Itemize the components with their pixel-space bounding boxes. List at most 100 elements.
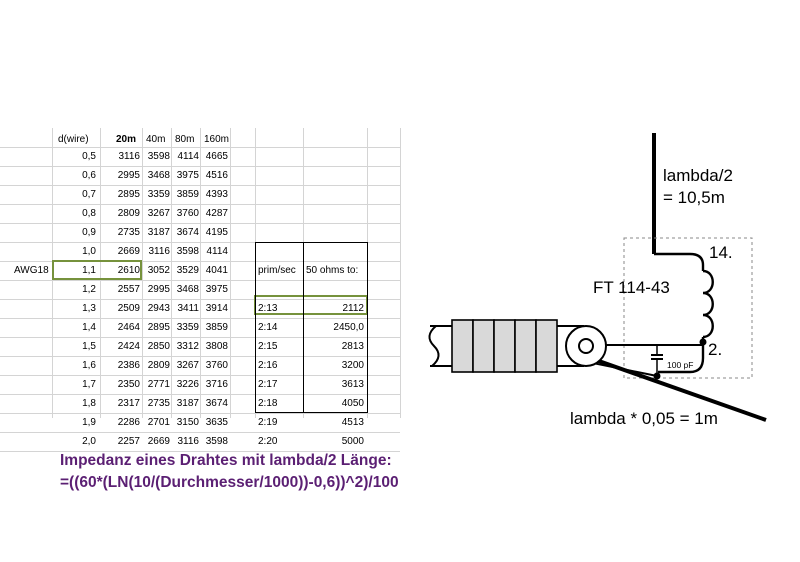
- cell-80m: 3859: [176, 189, 199, 200]
- impedance-spreadsheet: d(wire) 20m 40m 80m 160m AWG18 0,5 3116 35…: [0, 0, 420, 452]
- cell-ratio: 2:18: [258, 398, 278, 409]
- cell-ohms: 2813: [341, 341, 364, 352]
- cell-wire-diameter: 0,6: [82, 170, 96, 181]
- label-14-turns: 14.: [709, 243, 733, 262]
- cell-20m: 2610: [117, 265, 140, 276]
- cell-wire-diameter: 1,2: [82, 284, 96, 295]
- cell-160m: 4287: [205, 208, 228, 219]
- cell-80m: 3598: [176, 246, 199, 257]
- cell-160m: 4041: [205, 265, 228, 276]
- cell-ratio: 2:13: [258, 303, 278, 314]
- header-wire-diameter: d(wire): [58, 134, 89, 145]
- impedance-formula: Impedanz eines Drahtes mit lambda/2 Läng…: [60, 450, 399, 494]
- cell-160m: 4665: [205, 151, 228, 162]
- cell-160m: 3716: [205, 379, 228, 390]
- label-counterpoise-length: lambda * 0,05 = 1m: [570, 409, 718, 428]
- cell-40m: 2735: [147, 398, 170, 409]
- cell-wire-diameter: 2,0: [82, 436, 96, 447]
- header-40m: 40m: [146, 134, 166, 145]
- coax-cable-end-curve: [428, 325, 440, 367]
- cell-wire-diameter: 0,5: [82, 151, 96, 162]
- cell-80m: 4114: [177, 151, 199, 162]
- ferrite-bead: [535, 319, 558, 373]
- winding-top-lead: [654, 252, 705, 271]
- cell-80m: 3267: [176, 360, 199, 371]
- cell-20m: 2509: [117, 303, 140, 314]
- cell-40m: 3052: [147, 265, 170, 276]
- cell-40m: 2850: [147, 341, 170, 352]
- cell-wire-diameter: 0,9: [82, 227, 96, 238]
- cell-160m: 3598: [205, 436, 228, 447]
- counterpoise-wire: [595, 358, 767, 422]
- cell-20m: 3116: [118, 151, 140, 162]
- cell-80m: 3150: [176, 417, 199, 428]
- cell-20m: 2809: [117, 208, 140, 219]
- ratio-box-divider: [303, 242, 304, 413]
- cell-ohms: 2450,0: [333, 322, 364, 333]
- ratio-box-left: [255, 242, 256, 413]
- cell-wire-diameter: 1,1: [82, 265, 96, 276]
- cell-ohms: 4050: [341, 398, 364, 409]
- cell-80m: 3226: [176, 379, 199, 390]
- cell-40m: 3267: [147, 208, 170, 219]
- cell-wire-diameter: 1,6: [82, 360, 96, 371]
- header-80m: 80m: [175, 134, 195, 145]
- cell-ratio: prim/sec: [258, 265, 296, 276]
- ferrite-choke-beads: [451, 319, 558, 373]
- cell-80m: 3529: [176, 265, 199, 276]
- cell-40m: 2895: [147, 322, 170, 333]
- formula-expression: =((60*(LN(10/(Durchmesser/1000))-0,6))^2…: [60, 474, 399, 491]
- cell-ratio: 2:14: [258, 322, 278, 333]
- cell-80m: 3359: [176, 322, 199, 333]
- cell-80m: 3116: [177, 436, 199, 447]
- ratio-box-right: [367, 242, 368, 413]
- cell-40m: 2943: [147, 303, 170, 314]
- cell-wire-diameter: 1,9: [82, 417, 96, 428]
- label-ferrite-core: FT 114-43: [593, 278, 670, 297]
- cell-ohms: 2112: [342, 303, 364, 314]
- label-capacitor-100pf: 100 pF: [667, 360, 693, 370]
- tap-node: [699, 338, 707, 346]
- cell-ratio: 2:20: [258, 436, 278, 447]
- cell-40m: 3116: [148, 246, 170, 257]
- ferrite-bead: [472, 319, 495, 373]
- ratio-box-top: [255, 242, 367, 243]
- coax-center-conductor: [578, 338, 594, 354]
- header-160m: 160m: [204, 134, 230, 145]
- cell-ohms: 3613: [341, 379, 364, 390]
- cell-20m: 2424: [117, 341, 140, 352]
- cell-40m: 3598: [147, 151, 170, 162]
- cell-wire-diameter: 0,7: [82, 189, 96, 200]
- cell-80m: 3411: [177, 303, 199, 314]
- cell-ohms: 5000: [341, 436, 364, 447]
- ferrite-bead: [514, 319, 537, 373]
- cell-160m: 3914: [205, 303, 228, 314]
- cell-20m: 2286: [117, 417, 140, 428]
- cell-wire-diameter: 1,0: [82, 246, 96, 257]
- label-length-10-5m: = 10,5m: [663, 188, 725, 207]
- cell-80m: 3187: [176, 398, 199, 409]
- gridline: [400, 128, 401, 418]
- cell-80m: 3975: [176, 170, 199, 181]
- cell-20m: 2995: [117, 170, 140, 181]
- cell-wire-diameter: 1,3: [82, 303, 96, 314]
- gridline: [100, 128, 101, 418]
- cell-80m: 3468: [176, 284, 199, 295]
- cell-20m: 2350: [117, 379, 140, 390]
- cell-160m: 4195: [205, 227, 228, 238]
- cell-80m: 3674: [176, 227, 199, 238]
- cell-20m: 2735: [117, 227, 140, 238]
- cell-40m: 2809: [147, 360, 170, 371]
- ratio-box-bottom: [255, 412, 367, 413]
- header-20m: 20m: [116, 134, 137, 145]
- cell-160m: 3674: [205, 398, 228, 409]
- cell-160m: 4114: [206, 246, 228, 257]
- awg18-label: AWG18: [14, 265, 49, 276]
- cell-160m: 3635: [205, 417, 228, 428]
- cell-wire-diameter: 1,7: [82, 379, 96, 390]
- cell-160m: 3975: [205, 284, 228, 295]
- cell-20m: 2257: [117, 436, 140, 447]
- cell-40m: 2995: [147, 284, 170, 295]
- cell-ohms: 4513: [341, 417, 364, 428]
